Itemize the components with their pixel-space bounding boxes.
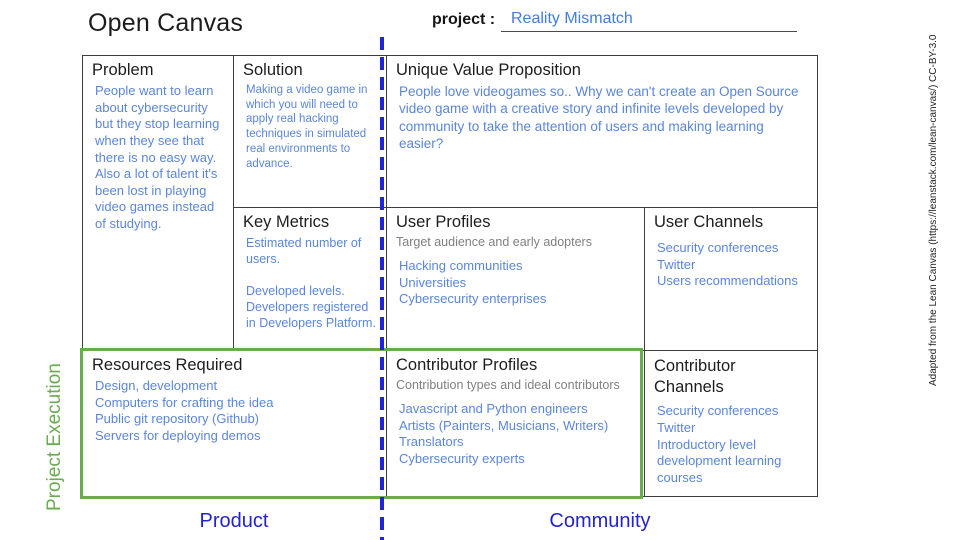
- cell-problem: Problem People want to learn about cyber…: [82, 55, 234, 351]
- product-community-divider: [380, 37, 384, 540]
- contributor-channels-title: Contributor Channels: [654, 357, 736, 396]
- attribution-label: Adapted from the Lean Canvas (https://le…: [928, 34, 939, 386]
- contributor-profiles-list: Javascript and Python engineers Artists …: [399, 401, 609, 466]
- uvp-title: Unique Value Proposition: [396, 61, 581, 79]
- cell-user-channels: User Channels Security conferences Twitt…: [644, 207, 818, 351]
- product-label: Product: [199, 510, 269, 532]
- project-label: project :: [432, 11, 496, 28]
- key-metrics-title: Key Metrics: [243, 213, 330, 231]
- project-name-underline: [501, 31, 797, 32]
- contributor-profiles-subtitle: Contribution types and ideal contributor…: [396, 378, 620, 392]
- cell-user-profiles: User Profiles Target audience and early …: [386, 207, 645, 351]
- solution-body: Making a video game in which you will ne…: [246, 84, 368, 170]
- user-channels-list: Security conferences Twitter Users recom…: [657, 240, 798, 289]
- problem-title: Problem: [92, 61, 154, 79]
- project-name: Reality Mismatch: [511, 10, 633, 27]
- problem-body: People want to learn about cybersecurity…: [95, 83, 220, 231]
- cell-unique-value-proposition: Unique Value Proposition People love vid…: [386, 55, 818, 208]
- cell-contributor-profiles: Contributor Profiles Contribution types …: [386, 350, 645, 497]
- contributor-profiles-title: Contributor Profiles: [396, 356, 538, 374]
- resources-required-list: Design, development Computers for crafti…: [95, 378, 274, 443]
- solution-title: Solution: [243, 61, 303, 79]
- contributor-channels-list: Security conferences Twitter Introductor…: [657, 403, 782, 485]
- key-metrics-body: Estimated number of users. Developed lev…: [246, 236, 376, 330]
- user-channels-title: User Channels: [654, 213, 764, 231]
- user-profiles-title: User Profiles: [396, 213, 491, 231]
- cell-resources-required: Resources Required Design, development C…: [82, 350, 387, 497]
- project-execution-label: Project Execution: [44, 363, 65, 512]
- page-title: Open Canvas: [88, 9, 244, 37]
- cell-solution: Solution Making a video game in which yo…: [233, 55, 387, 208]
- uvp-body: People love videogames so.. Why we can't…: [399, 84, 799, 151]
- user-profiles-subtitle: Target audience and early adopters: [396, 235, 592, 249]
- cell-contributor-channels: Contributor Channels Security conference…: [644, 350, 818, 497]
- community-label: Community: [549, 510, 651, 532]
- cell-key-metrics: Key Metrics Estimated number of users. D…: [233, 207, 387, 351]
- resources-required-title: Resources Required: [92, 356, 243, 374]
- user-profiles-list: Hacking communities Universities Cyberse…: [399, 258, 547, 307]
